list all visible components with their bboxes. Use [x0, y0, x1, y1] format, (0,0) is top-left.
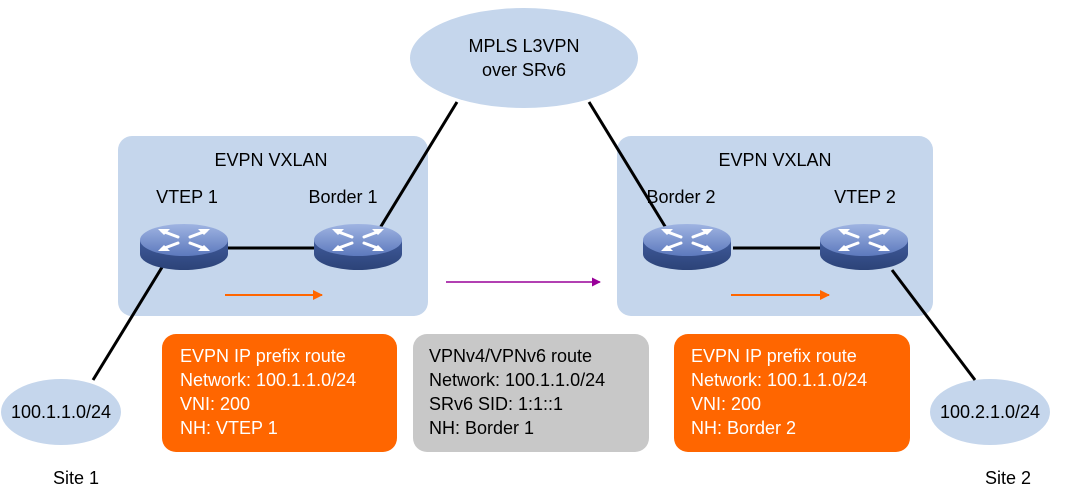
link-vtep2-site2 — [890, 269, 977, 381]
link-border1-cloud — [378, 101, 459, 229]
vtep1-label: VTEP 1 — [156, 187, 218, 207]
left-route-line2: Network: 100.1.1.0/24 — [180, 370, 356, 390]
right-route-line2: Network: 100.1.1.0/24 — [691, 370, 867, 390]
left-route-line1: EVPN IP prefix route — [180, 346, 346, 366]
vtep2-label: VTEP 2 — [834, 187, 896, 207]
border1-label: Border 1 — [308, 187, 377, 207]
site2-network — [930, 379, 1050, 445]
vtep1-router-icon — [138, 222, 230, 272]
middle-route-line1: VPNv4/VPNv6 route — [429, 346, 592, 366]
right-domain-title: EVPN VXLAN — [718, 150, 831, 170]
site2-network-label: 100.2.1.0/24 — [940, 402, 1040, 422]
site2-label: Site 2 — [985, 468, 1031, 488]
vtep2-router-icon — [818, 222, 910, 272]
right-route-line1: EVPN IP prefix route — [691, 346, 857, 366]
middle-route-box: VPNv4/VPNv6 route Network: 100.1.1.0/24 … — [413, 334, 649, 452]
link-cloud-border2 — [587, 101, 668, 229]
right-route-line3: VNI: 200 — [691, 394, 761, 414]
site1-network — [1, 379, 121, 445]
middle-route-line3: SRv6 SID: 1:1::1 — [429, 394, 563, 414]
left-route-line4: NH: VTEP 1 — [180, 418, 278, 438]
cloud-label-line1: MPLS L3VPN — [468, 36, 579, 56]
left-route-line3: VNI: 200 — [180, 394, 250, 414]
site1-network-label: 100.1.1.0/24 — [11, 402, 111, 422]
link-site1-vtep1 — [91, 263, 166, 381]
right-route-box: EVPN IP prefix route Network: 100.1.1.0/… — [674, 334, 910, 452]
middle-route-line2: Network: 100.1.1.0/24 — [429, 370, 605, 390]
border2-label: Border 2 — [646, 187, 715, 207]
cloud-label-line2: over SRv6 — [482, 60, 566, 80]
mpls-cloud — [410, 8, 638, 108]
left-evpn-domain — [118, 136, 428, 316]
site1-label: Site 1 — [53, 468, 99, 488]
middle-route-line4: NH: Border 1 — [429, 418, 534, 438]
left-domain-title: EVPN VXLAN — [214, 150, 327, 170]
right-evpn-domain — [617, 136, 933, 316]
border2-router-icon — [641, 222, 733, 272]
left-route-box: EVPN IP prefix route Network: 100.1.1.0/… — [162, 334, 397, 452]
right-route-line4: NH: Border 2 — [691, 418, 796, 438]
border1-router-icon — [312, 222, 404, 272]
